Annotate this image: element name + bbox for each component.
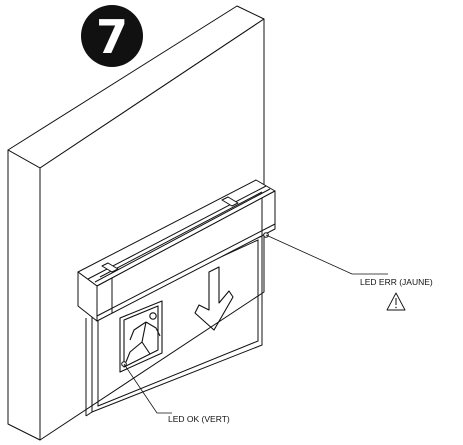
- bracket-left: [101, 262, 119, 273]
- arrow-down-shape: [194, 266, 234, 331]
- sign-panel-side-bottom: [85, 411, 93, 417]
- running-man-head: [149, 312, 157, 320]
- wall-front-face: [39, 18, 265, 441]
- wall-panel: [7, 5, 265, 441]
- running-man-frame-inner: [123, 305, 159, 368]
- running-man-icon: [119, 300, 163, 373]
- step-number: 7: [96, 10, 128, 64]
- housing-end: [77, 271, 98, 322]
- led-err-label: LED ERR (JAUNE): [360, 277, 433, 287]
- wall-side-face: [7, 149, 41, 441]
- led-err-leader: [265, 234, 388, 275]
- warning-exclamation-dot: [395, 306, 397, 309]
- housing-rail-3: [99, 191, 263, 278]
- arrow-down-icon: [194, 266, 234, 331]
- leader-lines: [123, 234, 388, 414]
- bracket-right: [221, 196, 239, 207]
- housing-rail-2: [94, 188, 271, 283]
- running-man-frame: [119, 300, 163, 373]
- step-badge-circle: [81, 5, 143, 67]
- warning-triangle-shape: [386, 292, 406, 311]
- led-ok-leader: [123, 363, 172, 414]
- running-man-body: [125, 321, 161, 363]
- luminaire-housing: [77, 179, 276, 322]
- housing-bottom-lip: [96, 223, 276, 317]
- warning-triangle-icon: [386, 292, 406, 311]
- led-ok-label: LED OK (VERT): [168, 414, 230, 424]
- step-badge: 7: [81, 5, 143, 67]
